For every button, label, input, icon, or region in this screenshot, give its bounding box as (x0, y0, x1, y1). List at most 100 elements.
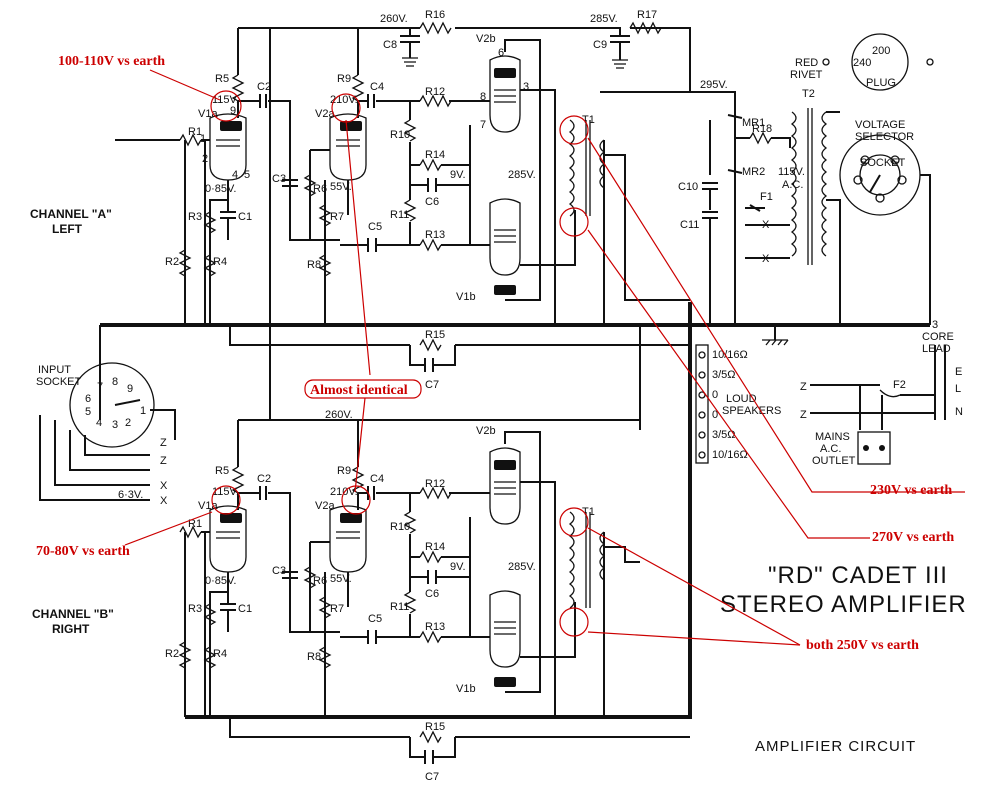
label-r9-b: R9 (337, 465, 351, 477)
channel-a-label-2: LEFT (52, 222, 83, 236)
label-r9-a: R9 (337, 73, 351, 85)
voltage-selector-label-2: SELECTOR (855, 131, 914, 143)
label-c6-b: C6 (425, 588, 439, 600)
label-t2: T2 (802, 88, 815, 100)
label-c7-a: C7 (425, 379, 439, 391)
label-r1-b: R1 (188, 518, 202, 530)
label-r2-b: R2 (165, 648, 179, 660)
label-r18: R18 (752, 123, 772, 135)
mains-input (810, 345, 946, 465)
label-x-heater-a: X (762, 219, 770, 231)
red-rivet-label-1: RED (795, 57, 818, 69)
label-r16: R16 (425, 9, 445, 21)
pin-8-v2b-a: 8 (480, 91, 486, 103)
lead-label-2: CORE (922, 331, 954, 343)
voltage-9-b: 9V. (450, 561, 466, 573)
voltage-085-b: 0·85V. (205, 575, 236, 587)
mains-outlet-label-2: A.C. (820, 443, 841, 455)
label-v2b-b: V2b (476, 425, 496, 437)
label-r11-b: R11 (390, 601, 409, 613)
loud-speakers-label-1: LOUD (726, 393, 757, 405)
label-c6-a: C6 (425, 196, 439, 208)
socket-pin-2: 2 (125, 417, 131, 429)
voltage-285-top: 285V. (590, 13, 618, 25)
label-r12-a: R12 (425, 86, 445, 98)
voltage-260-top: 260V. (380, 13, 408, 25)
heater-z-1: Z (160, 437, 167, 449)
label-c7-b: C7 (425, 771, 439, 783)
voltage-085-a: 0·85V. (205, 183, 236, 195)
speaker-tap-6: 10/16Ω (712, 449, 748, 461)
label-c3-a: C3 (272, 173, 286, 185)
speaker-tap-2: 3/5Ω (712, 369, 736, 381)
socket-pin-8: 8 (112, 376, 118, 388)
annotation-230v: 230V vs earth (870, 483, 952, 498)
loud-speakers-label-2: SPEAKERS (722, 405, 781, 417)
pin-5-v1a-a: 5 (244, 169, 250, 181)
label-r14-a: R14 (425, 149, 445, 161)
label-c1-b: C1 (238, 603, 252, 615)
label-v2a-a: V2a (315, 108, 335, 120)
lead-label-3: LEAD (922, 343, 951, 355)
label-r15-a: R15 (425, 329, 445, 341)
pin-1-v1a-a: 1 (200, 133, 206, 145)
annotations (124, 69, 965, 646)
label-c2-a: C2 (257, 81, 271, 93)
channel-a-label-1: CHANNEL "A" (30, 207, 112, 221)
heater-x-2: X (160, 495, 168, 507)
label-z-mains-2: Z (800, 409, 807, 421)
socket-pin-3: 3 (112, 419, 118, 431)
label-r6-b: R6 (313, 575, 327, 587)
input-socket-label-2: SOCKET (36, 376, 82, 388)
input-socket-label-1: INPUT (38, 364, 71, 376)
label-c3-b: C3 (272, 565, 286, 577)
label-r8-b: R8 (307, 651, 321, 663)
label-c9: C9 (593, 39, 607, 51)
pin-2-v1a-a: 2 (202, 153, 208, 165)
label-r5-a: R5 (215, 73, 229, 85)
label-r2-a: R2 (165, 256, 179, 268)
socket-pin-9: 9 (127, 383, 133, 395)
channel-b-label-2: RIGHT (52, 622, 90, 636)
annotation-270v: 270V vs earth (872, 530, 954, 545)
heater-z-2: Z (160, 455, 167, 467)
label-v2b-a: V2b (476, 33, 496, 45)
voltage-285-a: 285V. (508, 169, 536, 181)
label-mr1: MR1 (742, 117, 765, 129)
lead-label-1: 3 (932, 319, 938, 331)
voltage-260-bottom: 260V. (325, 409, 353, 421)
annotation-250v: both 250V vs earth (806, 638, 919, 653)
socket-pin-4: 4 (96, 417, 102, 429)
label-r7-b: R7 (330, 603, 344, 615)
pin-7-v2b-a: 7 (480, 119, 486, 131)
label-r11-a: R11 (390, 209, 409, 221)
label-f1: F1 (760, 191, 773, 203)
label-t2-115v: 115V. (778, 166, 805, 178)
heater-voltage: 6·3V. (118, 489, 143, 501)
label-r14-b: R14 (425, 541, 445, 553)
voltage-115-b: 115V. (212, 486, 239, 498)
mains-outlet-label-1: MAINS (815, 431, 850, 443)
mains-outlet-label-3: OUTLET (812, 455, 856, 467)
speaker-terminal-strip (695, 344, 709, 464)
label-c1-a: C1 (238, 211, 252, 223)
plug-digits: 200 (872, 45, 890, 57)
label-r12-b: R12 (425, 478, 445, 490)
label-r7-a: R7 (330, 211, 344, 223)
speaker-terminals (698, 351, 706, 459)
lead-n: N (955, 406, 963, 418)
label-r5-b: R5 (215, 465, 229, 477)
label-r3-b: R3 (188, 603, 202, 615)
label-v1a-a: V1a (198, 108, 218, 120)
socket-pin-1: 1 (140, 405, 146, 417)
label-v1a-b: V1a (198, 500, 218, 512)
label-r10-a: R10 (390, 129, 410, 141)
label-r1-a: R1 (188, 126, 202, 138)
label-c2-b: C2 (257, 473, 271, 485)
label-c8: C8 (383, 39, 397, 51)
label-c4-b: C4 (370, 473, 384, 485)
pin-4-v1a-a: 4 (232, 169, 238, 181)
speaker-tap-4: 0 (712, 409, 718, 421)
label-r15-b: R15 (425, 721, 445, 733)
